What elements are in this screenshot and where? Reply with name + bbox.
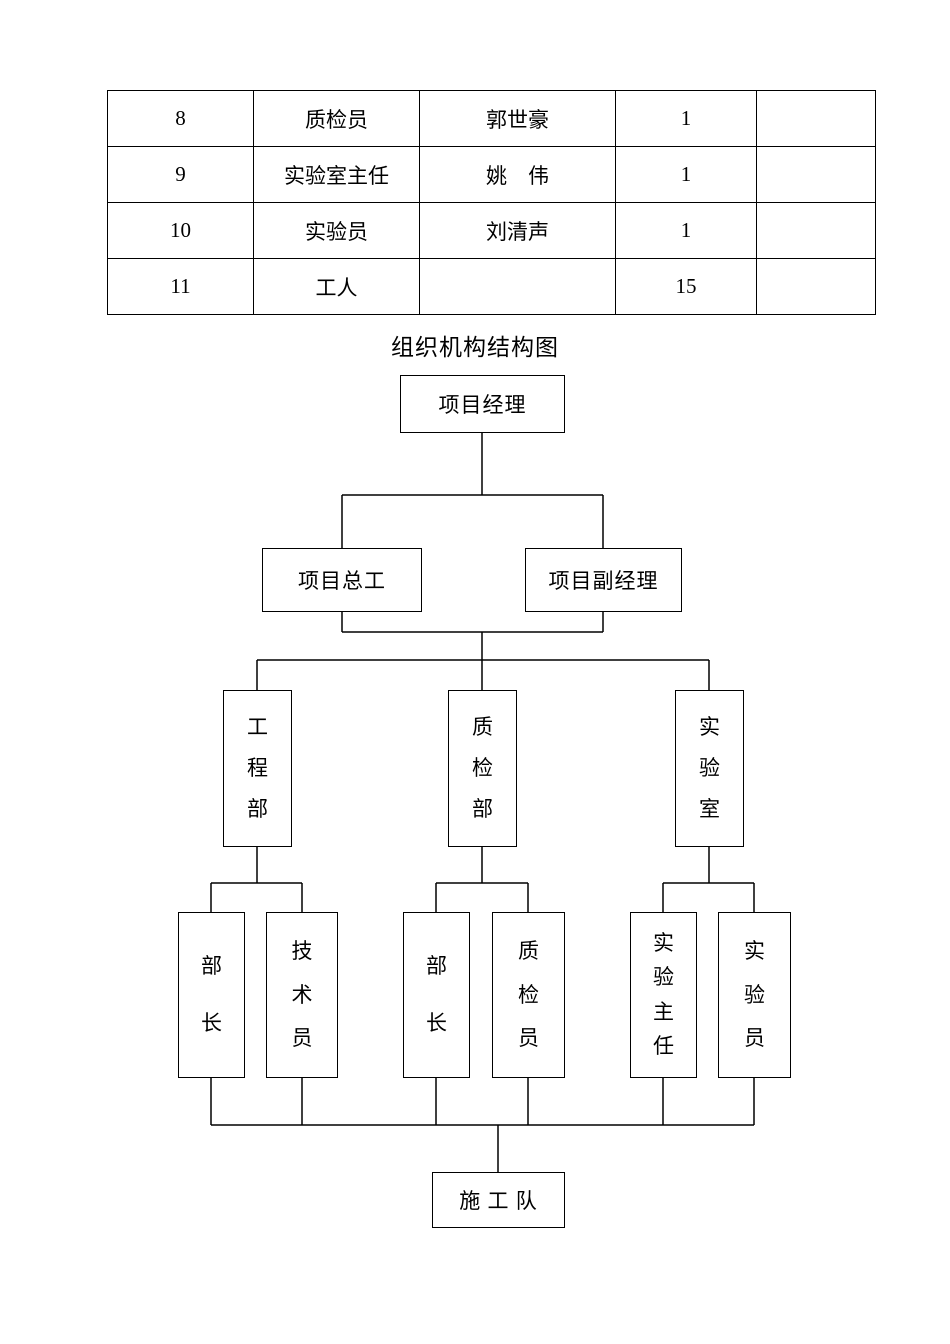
node-eng-director: 部长 bbox=[178, 912, 245, 1078]
node-quality-dept: 质检部 bbox=[448, 690, 517, 847]
table-cell-note bbox=[756, 202, 876, 259]
table-cell-note bbox=[756, 258, 876, 315]
table-cell-no: 8 bbox=[107, 90, 254, 147]
node-technician: 技术员 bbox=[266, 912, 338, 1078]
table-cell-count: 15 bbox=[615, 258, 757, 315]
table-cell-note bbox=[756, 90, 876, 147]
table-cell-no: 10 bbox=[107, 202, 254, 259]
node-qc-inspector: 质检员 bbox=[492, 912, 565, 1078]
node-lab-tester: 实验员 bbox=[718, 912, 791, 1078]
table-cell-no: 11 bbox=[107, 258, 254, 315]
node-chief-engineer: 项目总工 bbox=[262, 548, 422, 612]
table-row: 10 实验员 刘清声 1 bbox=[107, 202, 876, 259]
table-cell-role: 工人 bbox=[253, 258, 420, 315]
table-row: 8 质检员 郭世豪 1 bbox=[107, 90, 876, 147]
table-cell-name bbox=[419, 258, 616, 315]
node-project-manager: 项目经理 bbox=[400, 375, 565, 433]
node-engineering-dept: 工程部 bbox=[223, 690, 292, 847]
table-row: 9 实验室主任 姚 伟 1 bbox=[107, 146, 876, 203]
diagram-title: 组织机构结构图 bbox=[391, 335, 559, 360]
node-qc-director: 部长 bbox=[403, 912, 470, 1078]
table-cell-count: 1 bbox=[615, 202, 757, 259]
table-cell-count: 1 bbox=[615, 146, 757, 203]
node-deputy-manager: 项目副经理 bbox=[525, 548, 682, 612]
staff-table: 8 质检员 郭世豪 1 9 实验室主任 姚 伟 1 10 实验员 刘清声 1 bbox=[107, 90, 876, 315]
table-cell-role: 实验员 bbox=[253, 202, 420, 259]
table-cell-role: 实验室主任 bbox=[253, 146, 420, 203]
node-construction-team: 施 工 队 bbox=[432, 1172, 565, 1228]
table-row: 11 工人 15 bbox=[107, 258, 876, 315]
node-laboratory: 实验室 bbox=[675, 690, 744, 847]
node-lab-chief: 实验主任 bbox=[630, 912, 697, 1078]
